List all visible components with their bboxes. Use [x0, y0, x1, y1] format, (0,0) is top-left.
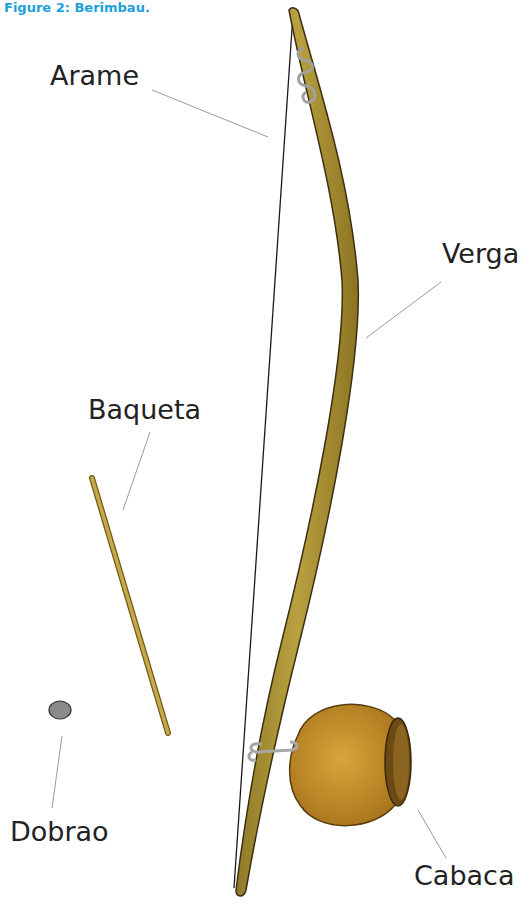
figure-title: Figure 2: Berimbau.: [4, 1, 150, 14]
part-label: Arame: [50, 62, 139, 89]
leader-lines: [52, 90, 446, 858]
gourd-opening-inner: [393, 724, 409, 800]
gourd-opening: [385, 718, 411, 806]
part-label: Baqueta: [88, 396, 201, 423]
part-label: Dobrao: [10, 818, 109, 845]
part-label: Verga: [442, 240, 519, 267]
baqueta-stick: [92, 478, 168, 733]
wire-knot: [298, 48, 315, 102]
gourd-cord: [249, 742, 297, 760]
part-label: Cabaca: [414, 862, 514, 889]
stick-outline: [92, 478, 168, 733]
dobrao-stone: [49, 701, 71, 719]
